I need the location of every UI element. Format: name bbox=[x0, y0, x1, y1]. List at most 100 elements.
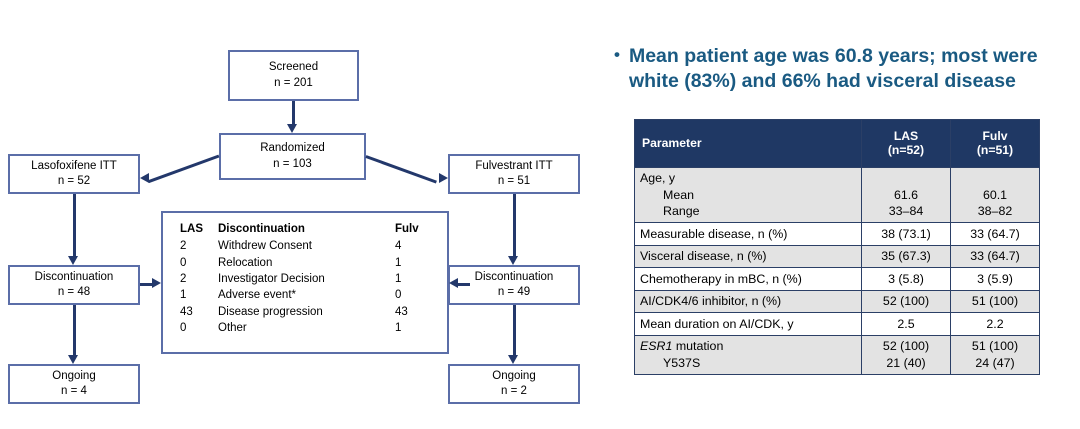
param-table-age-range-fulv: 38–82 bbox=[977, 204, 1013, 219]
param-table-row-fulv: 33 (64.7) bbox=[950, 244, 1040, 269]
discontinuation-reason: Investigator Decision bbox=[218, 272, 325, 285]
discontinuation-las-value: 1 bbox=[180, 289, 187, 302]
discontinuation-header-las: LAS bbox=[180, 223, 203, 235]
param-table-row-fulv: 33 (64.7) bbox=[950, 222, 1040, 246]
connector-las-discontinuation-to-ongoing bbox=[73, 305, 76, 356]
arrowhead-fulv-itt-to-discontinuation bbox=[508, 256, 518, 265]
param-table-row-las: 2.5 bbox=[861, 312, 951, 336]
arrowhead-las-discontinuation-to-detail bbox=[152, 278, 161, 288]
summary-bullet: • Mean patient age was 60.8 years; most … bbox=[614, 44, 1060, 95]
flow-box-screened-label: Screened bbox=[268, 61, 319, 74]
discontinuation-fulv-value: 43 bbox=[395, 305, 408, 318]
param-table-header-fulv: Fulv (n=51) bbox=[950, 119, 1040, 168]
flow-box-fulv-ongoing: Ongoing n = 2 bbox=[448, 364, 580, 404]
param-table-row: Visceral disease, n (%) 35 (67.3) 33 (64… bbox=[634, 244, 1040, 269]
param-table-row-label: Mean duration on AI/CDK, y bbox=[634, 312, 862, 336]
discontinuation-reason: Disease progression bbox=[218, 305, 323, 318]
param-table-row-label: Visceral disease, n (%) bbox=[634, 244, 862, 269]
param-table-esr1-y537s-fulv: 24 (47) bbox=[975, 355, 1015, 370]
flow-box-screened: Screened n = 201 bbox=[228, 50, 359, 101]
discontinuation-reason: Other bbox=[218, 321, 247, 334]
param-table-age-mean-las: 61.6 bbox=[893, 187, 919, 202]
flow-box-fulvestrant-itt-count: n = 51 bbox=[497, 175, 531, 187]
param-table-row: Mean duration on AI/CDK, y 2.5 2.2 bbox=[634, 312, 1040, 336]
arrowhead-screened-to-randomized bbox=[287, 124, 297, 133]
connector-fulv-discontinuation-to-detail bbox=[456, 283, 470, 286]
flow-box-fulv-discontinuation-label: Discontinuation bbox=[474, 270, 554, 283]
param-table-header-fulv-line2: (n=51) bbox=[976, 143, 1014, 158]
param-table-header-parameter: Parameter bbox=[634, 119, 862, 168]
flow-box-las-discontinuation: Discontinuation n = 48 bbox=[8, 265, 140, 305]
param-table-row-las: 38 (73.1) bbox=[861, 222, 951, 246]
param-table-row-fulv: 51 (100) bbox=[950, 289, 1040, 314]
flow-box-fulv-discontinuation: Discontinuation n = 49 bbox=[448, 265, 580, 305]
param-table-esr1-y537s-las: 21 (40) bbox=[886, 355, 926, 370]
discontinuation-row: 2 Investigator Decision 1 bbox=[163, 271, 447, 287]
discontinuation-fulv-value: 4 bbox=[395, 240, 402, 253]
param-table-esr1-gene-name: ESR1 bbox=[640, 339, 673, 354]
param-table-age-range-label: Range bbox=[663, 204, 700, 219]
param-table-esr1-group-title: ESR1 mutation bbox=[640, 339, 723, 353]
flow-box-las-discontinuation-count: n = 48 bbox=[57, 286, 91, 298]
discontinuation-detail-box: LAS Discontinuation Fulv 2 Withdrew Cons… bbox=[161, 211, 449, 354]
param-table-row-las: 35 (67.3) bbox=[861, 244, 951, 269]
discontinuation-row: 0 Other 1 bbox=[163, 320, 447, 336]
discontinuation-fulv-value: 0 bbox=[395, 289, 402, 302]
discontinuation-row: 0 Relocation 1 bbox=[163, 255, 447, 271]
param-table-header-row: Parameter LAS (n=52) Fulv (n=51) bbox=[634, 119, 1040, 168]
discontinuation-las-value: 0 bbox=[180, 256, 187, 269]
param-table-esr1-y537s-label: Y537S bbox=[663, 355, 701, 370]
discontinuation-fulv-value: 1 bbox=[395, 256, 402, 269]
discontinuation-header-fulv: Fulv bbox=[395, 223, 419, 235]
param-table-header-las-line1: LAS bbox=[893, 129, 919, 143]
connector-fulv-discontinuation-to-ongoing bbox=[513, 305, 516, 356]
flow-box-fulvestrant-itt: Fulvestrant ITT n = 51 bbox=[448, 154, 580, 194]
discontinuation-header-reason: Discontinuation bbox=[218, 223, 305, 235]
arrowhead-las-discontinuation-to-ongoing bbox=[68, 355, 78, 364]
flow-box-lasofoxifene-itt-count: n = 52 bbox=[57, 175, 91, 187]
flow-box-las-discontinuation-label: Discontinuation bbox=[34, 270, 114, 283]
param-table-age-group-title: Age, y bbox=[640, 171, 676, 186]
connector-randomized-to-las-itt bbox=[148, 155, 220, 184]
flow-box-screened-count: n = 201 bbox=[274, 76, 313, 89]
discontinuation-reason: Relocation bbox=[218, 256, 273, 269]
arrowhead-randomized-to-fulv-itt bbox=[439, 173, 448, 183]
discontinuation-las-value: 0 bbox=[180, 321, 187, 334]
param-table-header-las: LAS (n=52) bbox=[861, 119, 951, 168]
flow-box-lasofoxifene-itt-label: Lasofoxifene ITT bbox=[31, 159, 117, 172]
flow-box-randomized: Randomized n = 103 bbox=[219, 133, 366, 180]
param-table-row-age-fulv: 60.1 38–82 bbox=[950, 166, 1040, 224]
param-table-row-fulv: 2.2 bbox=[950, 312, 1040, 336]
param-table-age-range-las: 33–84 bbox=[888, 204, 924, 219]
param-table-row-age: Age, y Mean Range 61.6 33–84 60.1 38–82 bbox=[634, 166, 1040, 224]
flow-box-lasofoxifene-itt: Lasofoxifene ITT n = 52 bbox=[8, 154, 140, 194]
param-table-esr1-group-fulv: 51 (100) bbox=[971, 339, 1019, 354]
flow-box-fulv-ongoing-label: Ongoing bbox=[492, 369, 536, 382]
flow-box-fulv-ongoing-count: n = 2 bbox=[501, 385, 527, 397]
flow-box-randomized-count: n = 103 bbox=[273, 157, 312, 170]
param-table-row-esr1: ESR1 mutation Y537S 52 (100) 21 (40) 51 … bbox=[634, 334, 1040, 375]
discontinuation-row: 2 Withdrew Consent 4 bbox=[163, 238, 447, 254]
param-table-row-fulv: 3 (5.9) bbox=[950, 267, 1040, 291]
discontinuation-reason: Adverse event* bbox=[218, 289, 296, 302]
connector-las-discontinuation-to-detail bbox=[140, 283, 154, 286]
discontinuation-row: 1 Adverse event* 0 bbox=[163, 287, 447, 303]
discontinuation-reason: Withdrew Consent bbox=[218, 240, 312, 253]
arrowhead-randomized-to-las-itt bbox=[140, 173, 149, 183]
discontinuation-las-value: 43 bbox=[180, 305, 193, 318]
discontinuation-detail-table: LAS Discontinuation Fulv 2 Withdrew Cons… bbox=[163, 221, 447, 336]
param-table-age-mean-fulv: 60.1 bbox=[982, 187, 1008, 202]
param-table-row-label: Chemotherapy in mBC, n (%) bbox=[634, 267, 862, 291]
flow-box-las-ongoing-label: Ongoing bbox=[52, 369, 96, 382]
arrowhead-las-itt-to-discontinuation bbox=[68, 256, 78, 265]
discontinuation-fulv-value: 1 bbox=[395, 321, 402, 334]
param-table-row-label: AI/CDK4/6 inhibitor, n (%) bbox=[634, 289, 862, 314]
flow-box-fulv-discontinuation-count: n = 49 bbox=[497, 286, 531, 298]
param-table-esr1-group-las: 52 (100) bbox=[882, 339, 930, 354]
param-table-row-esr1-fulv: 51 (100) 24 (47) bbox=[950, 334, 1040, 375]
flow-box-las-ongoing: Ongoing n = 4 bbox=[8, 364, 140, 404]
param-table-header-fulv-line1: Fulv bbox=[982, 129, 1008, 143]
param-table-row: Chemotherapy in mBC, n (%) 3 (5.8) 3 (5.… bbox=[634, 267, 1040, 291]
param-table-row-esr1-label: ESR1 mutation Y537S bbox=[634, 334, 862, 375]
connector-screened-to-randomized bbox=[292, 101, 295, 125]
